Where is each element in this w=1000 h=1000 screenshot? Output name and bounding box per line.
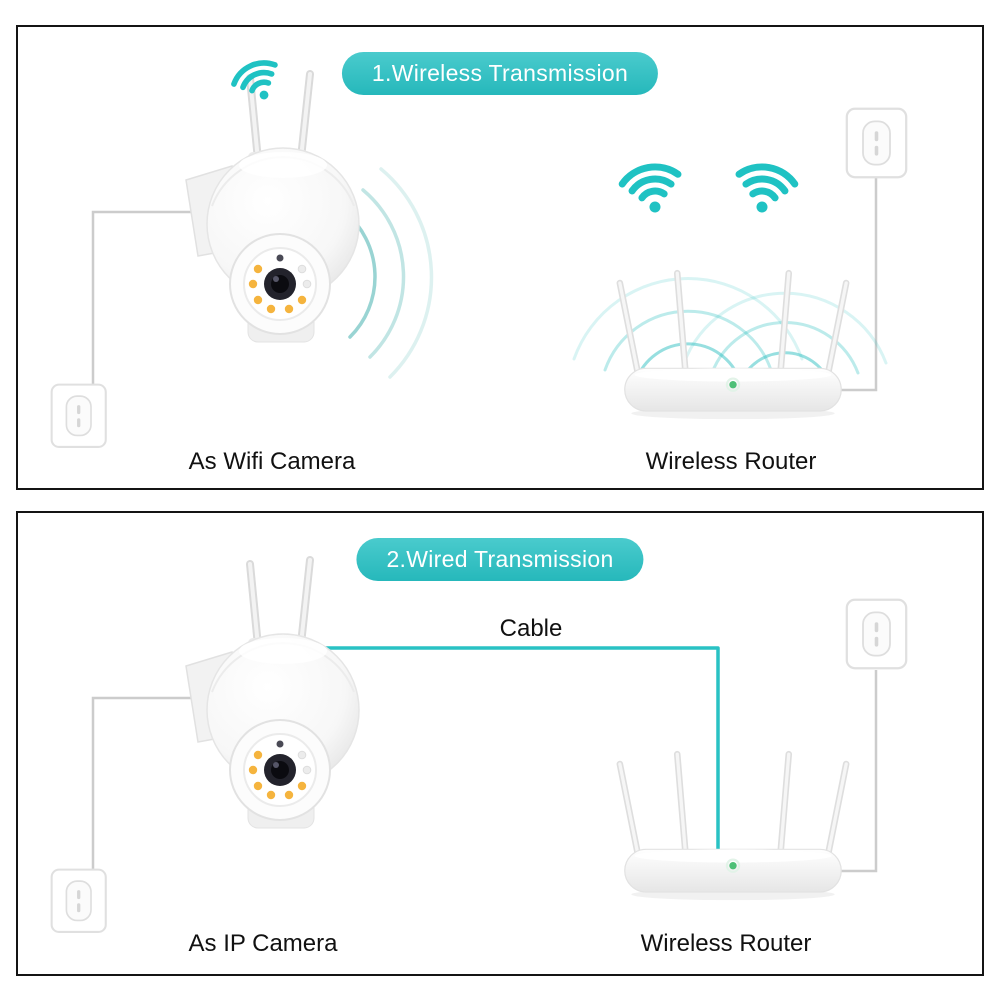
camera-signal-waves-icon bbox=[343, 167, 434, 379]
ethernet-cable bbox=[318, 646, 720, 851]
power-outlet-icon bbox=[50, 383, 107, 448]
camera-power-cable bbox=[91, 210, 196, 385]
router-power-cable bbox=[839, 177, 878, 392]
power-outlet-icon bbox=[845, 598, 908, 670]
camera-label: As IP Camera bbox=[188, 930, 338, 957]
wired-transmission-panel: 2.Wired Transmission Cable As IP Camera … bbox=[16, 511, 984, 976]
section-title-pill: 2.Wired Transmission bbox=[356, 538, 644, 581]
wifi-signal-icon bbox=[230, 56, 286, 108]
wifi-signal-icon bbox=[733, 163, 797, 218]
wired-diagram bbox=[50, 513, 908, 933]
ip-camera-illustration bbox=[186, 560, 359, 828]
power-outlet-icon bbox=[50, 868, 107, 933]
cable-label: Cable bbox=[499, 615, 563, 642]
section-title: 1.Wireless Transmission bbox=[371, 60, 629, 86]
wifi-camera-illustration bbox=[186, 74, 359, 342]
router-label: Wireless Router bbox=[640, 930, 812, 957]
router-label: Wireless Router bbox=[645, 448, 817, 475]
wifi-signal-icon bbox=[620, 163, 684, 218]
wireless-transmission-panel: 1.Wireless Transmission As Wifi Camera W… bbox=[16, 25, 984, 490]
router-power-cable bbox=[839, 670, 878, 873]
power-outlet-icon bbox=[845, 107, 908, 179]
section-title: 2.Wired Transmission bbox=[386, 546, 614, 572]
wireless-diagram bbox=[50, 27, 908, 448]
camera-label: As Wifi Camera bbox=[188, 448, 356, 475]
section-title-pill: 1.Wireless Transmission bbox=[341, 52, 659, 95]
camera-power-cable bbox=[91, 696, 196, 870]
wireless-router-illustration bbox=[620, 754, 846, 900]
